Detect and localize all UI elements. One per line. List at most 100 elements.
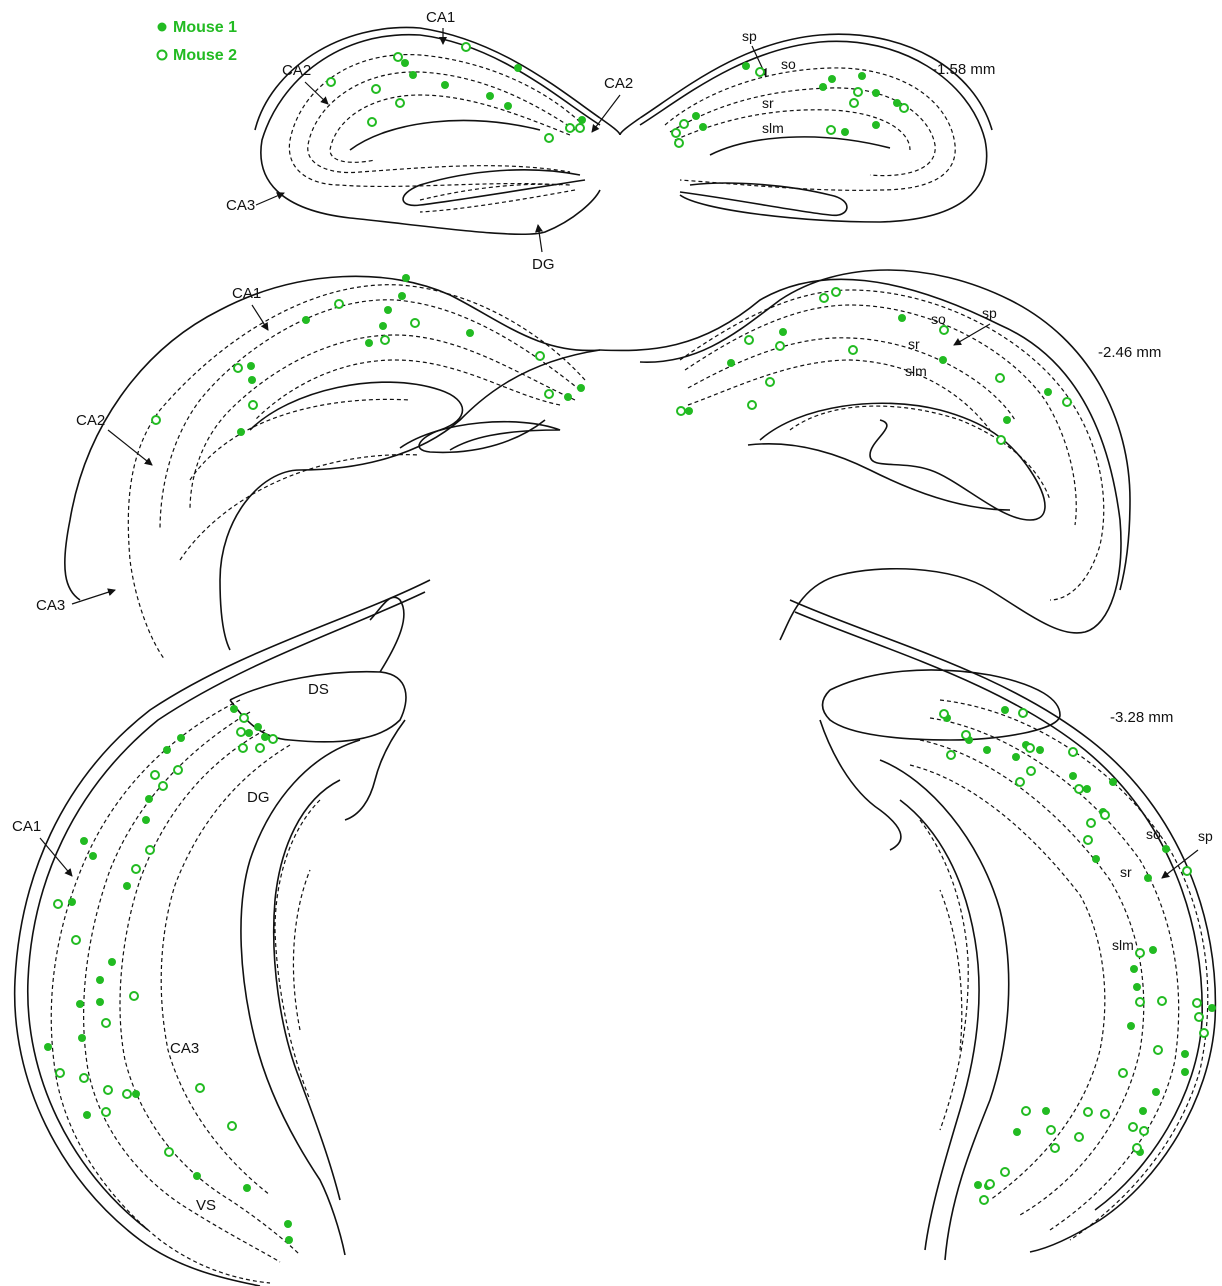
mouse-1-site-marker [486, 92, 494, 100]
section-2-left-layer-so [128, 285, 585, 660]
mouse-2-site-marker [1158, 997, 1166, 1005]
mouse-1-site-marker [302, 316, 310, 324]
mouse-2-site-marker [1136, 998, 1144, 1006]
mouse-1-site-marker [939, 356, 947, 364]
section-3: DS DG CA1 CA3 VS so sp sr slm -3.28 mm [12, 580, 1215, 1286]
section-3-left-hilus-outline-2 [274, 780, 340, 1200]
mouse-2-site-marker [536, 352, 544, 360]
section-2-label-ca1: CA1 [232, 285, 261, 302]
mouse-1-site-marker [727, 359, 735, 367]
mouse-2-site-marker [1075, 785, 1083, 793]
mouse-2-site-marker [1069, 748, 1077, 756]
mouse-2-site-marker [1063, 398, 1071, 406]
mouse-2-site-marker [672, 129, 680, 137]
legend-filled-marker-icon [158, 23, 167, 32]
section-3-label-ca1: CA1 [12, 818, 41, 835]
mouse-1-site-marker [132, 1090, 140, 1098]
section-1-label-ca2-left: CA2 [282, 62, 311, 79]
mouse-2-site-marker [776, 342, 784, 350]
mouse-1-site-marker [1092, 855, 1100, 863]
mouse-1-site-marker [1001, 706, 1009, 714]
mouse-2-site-marker [1119, 1069, 1127, 1077]
mouse-1-site-marker [1181, 1068, 1189, 1076]
mouse-2-site-marker [1026, 744, 1034, 752]
mouse-2-site-marker [335, 300, 343, 308]
section-2-right-inner-arc [760, 403, 1045, 520]
mouse-1-site-marker [692, 112, 700, 120]
mouse-1-site-marker [142, 816, 150, 824]
mouse-2-site-marker [1183, 867, 1191, 875]
mouse-1-site-marker [828, 75, 836, 83]
mouse-1-site-marker [44, 1043, 52, 1051]
section-2-right-layer-slm [688, 360, 990, 430]
mouse-2-site-marker [1047, 1126, 1055, 1134]
section-3-label-ca3: CA3 [170, 1040, 199, 1057]
mouse-2-site-marker [1140, 1127, 1148, 1135]
mouse-1-site-marker [123, 882, 131, 890]
mouse-1-site-marker [409, 71, 417, 79]
mouse-1-site-marker [898, 314, 906, 322]
section-3-right-outer-outline-2 [795, 612, 1202, 1210]
mouse-2-site-marker [947, 751, 955, 759]
mouse-2-site-marker [1133, 1144, 1141, 1152]
section-3-label-vs: VS [196, 1197, 216, 1214]
mouse-2-site-marker [962, 731, 970, 739]
mouse-2-site-marker [381, 336, 389, 344]
mouse-2-site-marker [1022, 1107, 1030, 1115]
mouse-2-site-marker [748, 401, 756, 409]
mouse-1-site-marker [1127, 1022, 1135, 1030]
section-3-left-outer-outline [15, 580, 430, 1286]
mouse-2-site-marker [411, 319, 419, 327]
mouse-2-site-marker [146, 846, 154, 854]
mouse-2-site-marker [372, 85, 380, 93]
section-2-layer-label-slm: slm [905, 363, 927, 379]
section-2-level-label: -2.46 mm [1098, 344, 1161, 361]
mouse-2-site-marker [849, 346, 857, 354]
section-3-layer-label-so: so [1146, 826, 1161, 842]
legend-label-mouse-2: Mouse 2 [173, 47, 237, 64]
mouse-2-site-marker [72, 936, 80, 944]
mouse-2-site-marker [1129, 1123, 1137, 1131]
mouse-2-site-marker [1001, 1168, 1009, 1176]
mouse-1-site-marker [577, 384, 585, 392]
mouse-2-site-marker [269, 735, 277, 743]
mouse-1-site-marker [237, 428, 245, 436]
mouse-2-site-marker [940, 710, 948, 718]
mouse-2-site-marker [980, 1196, 988, 1204]
mouse-2-site-marker [545, 134, 553, 142]
mouse-2-site-marker [1101, 1110, 1109, 1118]
mouse-2-site-marker [1087, 819, 1095, 827]
section-3-left-outer-outline-2 [28, 592, 425, 1230]
section-2-left-outer-outline [65, 276, 600, 600]
mouse-2-site-marker [249, 401, 257, 409]
section-2-left-dg-layer [180, 399, 420, 560]
mouse-2-site-marker [130, 992, 138, 1000]
mouse-2-site-marker [165, 1148, 173, 1156]
mouse-2-site-marker [228, 1122, 236, 1130]
section-3-right-layer-sr [920, 740, 1144, 1215]
mouse-2-site-marker [237, 728, 245, 736]
mouse-1-site-marker [83, 1111, 91, 1119]
mouse-2-site-marker [756, 68, 764, 76]
mouse-2-site-marker [940, 326, 948, 334]
mouse-2-site-marker [766, 378, 774, 386]
mouse-2-site-marker [256, 744, 264, 752]
mouse-1-site-marker [858, 72, 866, 80]
mouse-2-site-marker [1051, 1144, 1059, 1152]
section-1-label-dg: DG [532, 256, 555, 273]
mouse-1-site-marker [1144, 874, 1152, 882]
mouse-2-site-marker [1027, 767, 1035, 775]
mouse-1-site-marker [78, 1034, 86, 1042]
mouse-1-site-marker [245, 729, 253, 737]
mouse-2-site-marker [151, 771, 159, 779]
mouse-1-site-marker [163, 746, 171, 754]
mouse-1-site-marker [841, 128, 849, 136]
mouse-2-site-marker [159, 782, 167, 790]
section-1-right-dg-outline [680, 183, 847, 215]
legend-label-mouse-1: Mouse 1 [173, 19, 237, 36]
mouse-2-site-marker [986, 1180, 994, 1188]
mouse-1-site-marker [365, 339, 373, 347]
mouse-2-site-marker [1075, 1133, 1083, 1141]
mouse-1-site-marker [983, 746, 991, 754]
section-2-left-layer-slm [255, 360, 560, 420]
